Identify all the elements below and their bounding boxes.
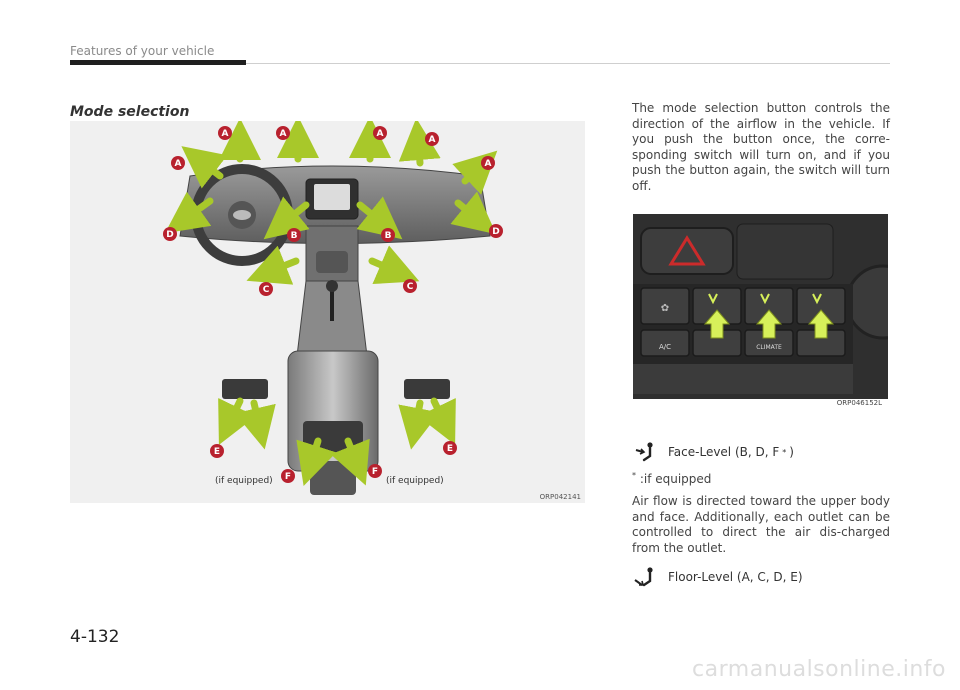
callout-e1: E <box>214 447 220 457</box>
face-level-close: ) <box>789 445 794 459</box>
figure-code: ORP042141 <box>539 493 581 501</box>
page-heading: Mode selection <box>70 104 190 120</box>
climate-label: CLIMATE <box>756 344 782 351</box>
equipped-note: * :if equipped <box>632 471 711 486</box>
note-text: :if equipped <box>639 472 712 486</box>
panel-figure-code: ORP046152L <box>836 399 882 407</box>
callout-f2: F <box>372 467 378 477</box>
callout-b1: B <box>291 231 298 241</box>
callout-a5: A <box>175 159 182 169</box>
floor-level-icon <box>634 567 653 587</box>
header-rule-light <box>246 63 890 64</box>
callout-e2: E <box>447 444 453 454</box>
callout-d1: D <box>166 230 173 240</box>
if-equipped-left: (if equipped) <box>215 476 273 486</box>
callout-b2: B <box>385 231 392 241</box>
floor-level-row: Floor-Level (A, C, D, E) <box>632 566 803 588</box>
floor-level-label: Floor-Level (A, C, D, E) <box>668 570 803 584</box>
callout-d2: D <box>492 227 499 237</box>
control-panel-figure: ✿ A/C CLIMATE ORP046152L <box>633 214 888 411</box>
callout-f1: F <box>285 472 291 482</box>
callout-a2: A <box>280 129 287 139</box>
callout-a3: A <box>377 129 384 139</box>
callout-c2: C <box>407 282 414 292</box>
callout-a6: A <box>485 159 492 169</box>
note-asterisk: * <box>632 471 636 480</box>
callout-a4: A <box>429 135 436 145</box>
svg-text:✿: ✿ <box>661 303 669 314</box>
header-rule-dark <box>70 60 246 65</box>
dashboard-figure: A A A A A A B B C C D D E E F F (if equi… <box>70 121 585 503</box>
callout-a1: A <box>222 129 229 139</box>
callout-c1: C <box>263 285 270 295</box>
section-title: Features of your vehicle <box>70 44 215 58</box>
ac-label: A/C <box>659 343 671 351</box>
face-level-icon <box>635 442 653 462</box>
page-number: 4-132 <box>70 627 120 647</box>
intro-paragraph: The mode selection button controls the d… <box>632 101 890 193</box>
face-level-row: Face-Level (B, D, F * ) <box>632 441 794 463</box>
if-equipped-right: (if equipped) <box>386 476 444 486</box>
face-level-label: Face-Level (B, D, F <box>668 445 780 459</box>
face-level-asterisk: * <box>782 447 787 457</box>
watermark: carmanualsonline.info <box>692 657 946 682</box>
airflow-paragraph: Air flow is directed toward the upper bo… <box>632 494 890 555</box>
